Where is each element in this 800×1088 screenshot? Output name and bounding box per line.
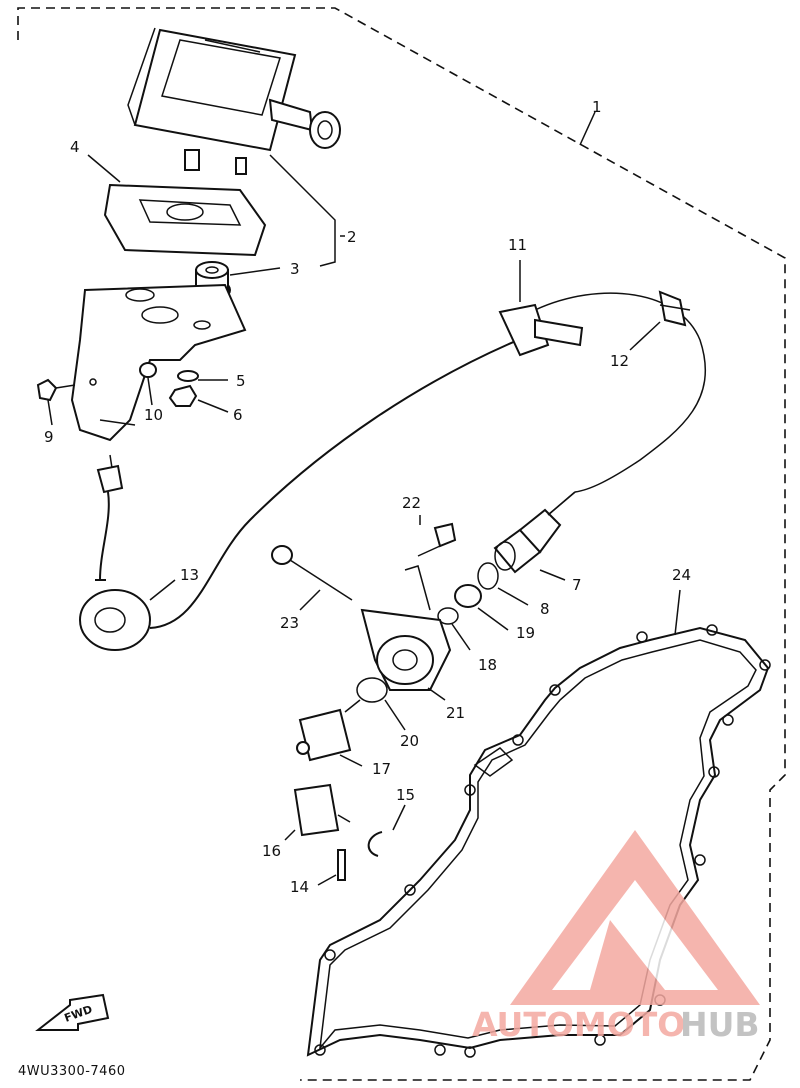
callout-23: 23 [280,614,299,632]
callout-6: 6 [233,406,243,424]
cable-clamp [498,303,584,357]
cable-clip [658,290,691,327]
callout-15: 15 [396,786,415,804]
callout-18: 18 [478,656,497,674]
watermark-text-part2: HUB [680,1005,760,1044]
watermark-text-part1: AUTOMOTO [472,1005,685,1044]
hex-nut [168,384,198,407]
dowel-pin [337,849,346,881]
assembly-boundary [17,7,786,1081]
callout-leaders [47,111,681,886]
driven-gear [296,699,361,762]
nut [139,362,157,378]
washer [177,370,199,382]
screw [417,522,457,557]
callout-5: 5 [236,372,246,390]
drive-gear [293,783,351,837]
callout-19: 19 [516,624,535,642]
callout-16: 16 [262,842,281,860]
callout-12: 12 [610,352,629,370]
crankcase-gasket [306,624,771,1058]
thrust-washer [437,607,459,625]
o-ring-large [356,677,388,703]
gear-housing [360,565,452,691]
callout-11: 11 [508,236,527,254]
callout-8: 8 [540,600,550,618]
callout-24: 24 [672,566,691,584]
callout-3: 3 [290,260,300,278]
callout-17: 17 [372,760,391,778]
drive-shaft [493,491,576,574]
callout-21: 21 [446,704,465,722]
forward-arrow-icon: FWD [35,993,110,1031]
automotohub-logo: AUTOMOTO HUB [472,830,760,1044]
callout-1: 1 [592,98,602,116]
callout-13: 13 [180,566,199,584]
drawing-code: 4WU3300-7460 [18,1064,126,1079]
callout-4: 4 [70,138,80,156]
circlip [367,831,383,857]
damper-plate [103,183,267,257]
bolt [36,378,97,402]
callout-10: 10 [144,406,163,424]
callout-14: 14 [290,878,309,896]
speedometer-unit [127,27,341,175]
callout-22: 22 [402,494,421,512]
callout-2: 2 [347,228,357,246]
callout-7: 7 [572,576,582,594]
oil-seal [454,584,482,608]
long-bolt [271,545,353,601]
o-ring [477,562,499,590]
callout-20: 20 [400,732,419,750]
meter-bracket [70,283,247,442]
callout-numbers: 1 2 3 4 5 6 7 8 9 10 11 12 13 14 15 16 1… [44,98,691,896]
callout-9: 9 [44,428,54,446]
